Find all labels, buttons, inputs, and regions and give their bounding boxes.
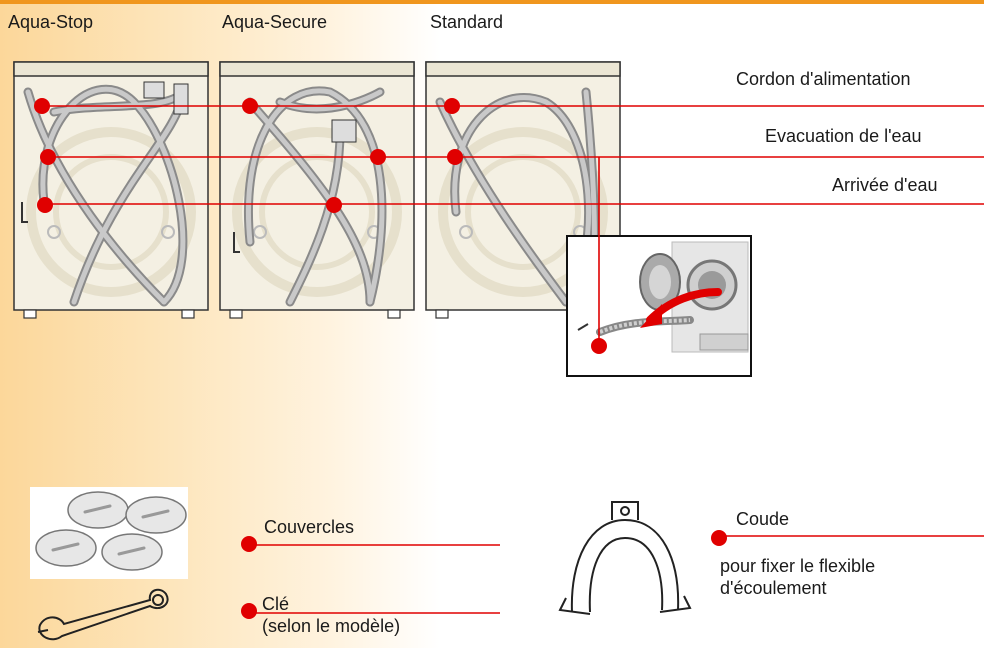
machine-aqua-stop	[14, 62, 208, 318]
drain-hose-inset	[566, 235, 752, 377]
title-aqua-secure: Aqua-Secure	[222, 12, 328, 32]
label-water-inlet: Arrivée d'eau	[832, 175, 938, 195]
covers-illustration	[30, 487, 188, 579]
label-water-drain: Evacuation de l'eau	[765, 126, 922, 146]
title-aqua-stop: Aqua-Stop	[8, 12, 94, 32]
label-power-cord: Cordon d'alimentation	[736, 69, 911, 89]
label-elbow-note-2: d'écoulement	[720, 578, 827, 598]
title-standard: Standard	[430, 12, 504, 32]
label-elbow-note-1: pour fixer le flexible	[720, 556, 876, 576]
label-wrench-note: (selon le modèle)	[262, 616, 401, 636]
label-covers: Couvercles	[264, 517, 355, 537]
label-elbow: Coude	[736, 509, 790, 529]
wrench-illustration	[37, 588, 169, 641]
elbow-illustration	[558, 501, 692, 615]
top-accent-bar	[0, 0, 984, 4]
label-wrench: Clé	[262, 594, 290, 614]
